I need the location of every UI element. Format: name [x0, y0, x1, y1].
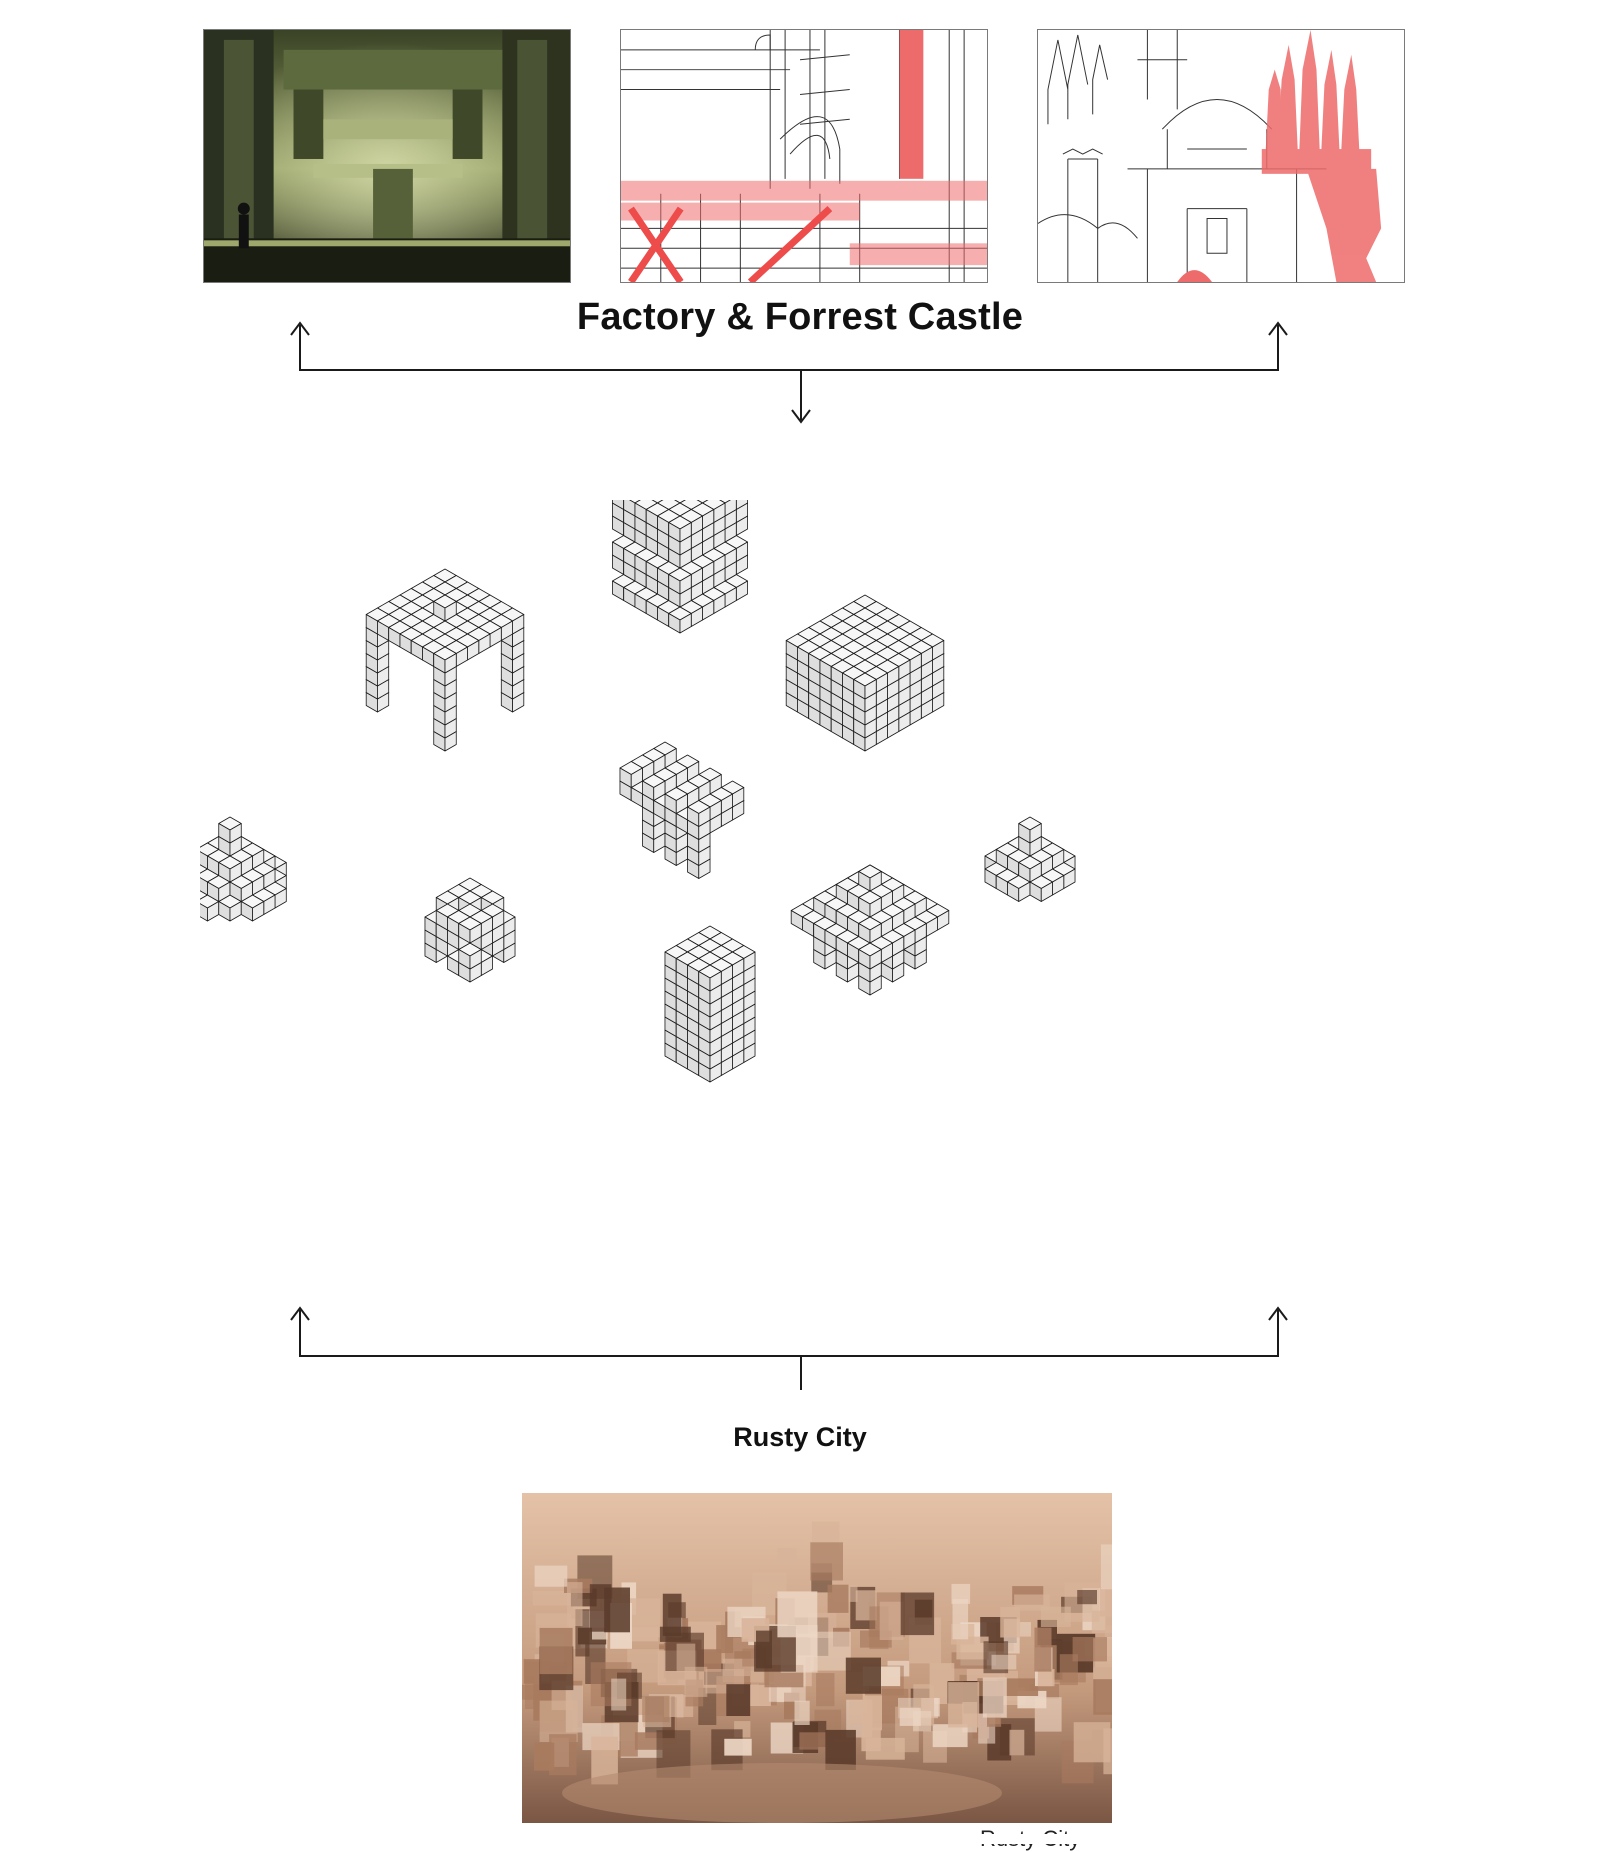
page-bottom-edge	[0, 1834, 1621, 1844]
module-capped-box	[790, 864, 950, 996]
bottom-bracket-line	[299, 1310, 1279, 1357]
top-right-arrowhead	[1268, 321, 1288, 336]
render-block	[662, 1593, 682, 1636]
render-block	[1100, 1544, 1112, 1590]
top-left-arrowhead	[290, 321, 310, 336]
render-block	[997, 1678, 1039, 1696]
render-block	[532, 1590, 575, 1606]
render-block	[611, 1678, 627, 1711]
module-frame-tower	[612, 500, 748, 634]
render-block	[724, 1738, 752, 1756]
render-block	[1037, 1669, 1055, 1687]
module-pyramid-right	[984, 816, 1076, 902]
render-block	[1040, 1606, 1071, 1627]
render-block	[794, 1700, 810, 1725]
module-colonnade-box	[785, 594, 945, 752]
render-block	[951, 1583, 971, 1604]
render-block	[845, 1657, 881, 1694]
module-column	[664, 925, 756, 1083]
render-block	[756, 1630, 772, 1669]
rusty-city-render	[522, 1493, 1112, 1823]
render-block	[523, 1659, 542, 1684]
module-blob	[424, 877, 516, 983]
render-block	[827, 1584, 849, 1613]
render-block	[659, 1626, 691, 1642]
top-bracket-line	[299, 325, 1279, 371]
render-block	[777, 1548, 797, 1564]
render-block	[1059, 1654, 1078, 1686]
factory-concept-art-panel	[203, 29, 571, 283]
top-title: Factory & Forrest Castle	[576, 296, 1024, 338]
render-block	[1077, 1590, 1097, 1605]
render-block	[899, 1707, 921, 1726]
forest-castle-line-drawing-panel	[1037, 29, 1405, 283]
render-block	[948, 1682, 980, 1728]
render-block	[1103, 1728, 1112, 1775]
render-block	[991, 1654, 1017, 1670]
render-block	[952, 1598, 969, 1640]
render-block	[1009, 1729, 1025, 1756]
render-block	[634, 1732, 663, 1750]
render-block	[604, 1587, 630, 1633]
top-connector	[290, 321, 1288, 424]
forest-castle-line-drawing	[1038, 30, 1404, 282]
render-block	[816, 1673, 835, 1707]
bottom-connector	[290, 1306, 1288, 1390]
render-block	[825, 1729, 856, 1770]
render-block	[1034, 1627, 1052, 1672]
factory-line-drawing-panel	[620, 29, 988, 283]
top-down-arrowhead	[791, 409, 811, 424]
bottom-left-arrowhead	[290, 1306, 310, 1321]
render-block	[777, 1591, 818, 1638]
rusty-city-render-image	[522, 1493, 1112, 1823]
render-block	[861, 1727, 881, 1752]
render-block	[534, 1742, 555, 1771]
voxel-modules-group	[200, 500, 1076, 1083]
render-block	[1000, 1606, 1021, 1638]
render-block	[810, 1542, 843, 1581]
render-block	[1014, 1594, 1050, 1611]
voxel-modules-diagram	[200, 500, 1076, 1083]
bottom-right-arrowhead	[1268, 1306, 1288, 1321]
render-block	[534, 1565, 568, 1587]
render-block	[642, 1695, 670, 1723]
render-block	[676, 1643, 696, 1673]
render-block	[1034, 1697, 1062, 1732]
module-slab-center	[619, 741, 745, 879]
render-block	[539, 1627, 573, 1675]
render-blocks	[522, 1521, 1112, 1785]
render-block	[1072, 1637, 1107, 1662]
factory-line-drawing	[621, 30, 987, 282]
factory-concept-art-image	[204, 30, 570, 282]
render-block	[726, 1684, 751, 1716]
render-block	[932, 1724, 968, 1748]
render-block	[982, 1677, 1007, 1718]
render-block	[900, 1592, 935, 1636]
render-block	[879, 1601, 904, 1640]
module-arch-table	[365, 568, 525, 752]
bottom-title: Rusty City	[733, 1422, 867, 1452]
render-block	[684, 1666, 708, 1697]
module-pyramid-left	[200, 816, 287, 922]
